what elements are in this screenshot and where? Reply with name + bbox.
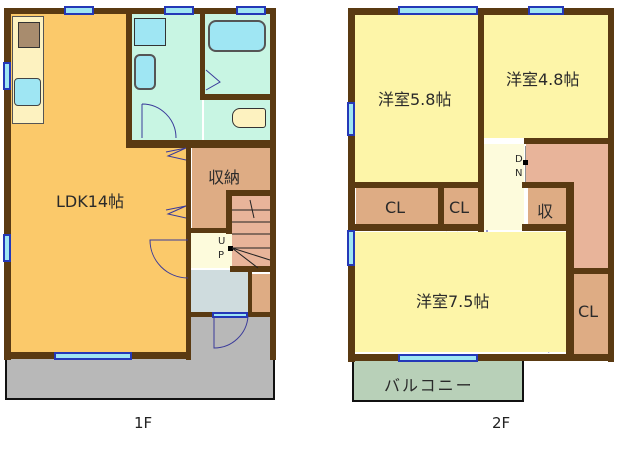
- stairs-up-u: U: [218, 236, 226, 247]
- storage-label-2f: 収: [537, 202, 554, 221]
- entrance-door-frame: [212, 312, 248, 318]
- room-label-ldk: LDK14帖: [56, 192, 125, 211]
- closet-cl-1: [356, 188, 438, 224]
- toilet-icon: [232, 108, 266, 128]
- stairs-marker: [228, 246, 233, 251]
- window: [236, 6, 266, 15]
- wall: [522, 182, 574, 188]
- stairs-2f-lower: [574, 184, 608, 268]
- wall: [226, 190, 276, 196]
- wall: [190, 228, 232, 233]
- balcony: [352, 358, 524, 402]
- room-western-4-8: [484, 14, 608, 138]
- wall: [186, 148, 191, 360]
- floor-label-2f: 2F: [492, 414, 511, 432]
- wall: [230, 266, 276, 272]
- stairs-down-d: D: [515, 154, 523, 165]
- wall: [226, 190, 232, 234]
- window: [528, 6, 564, 15]
- wall: [4, 8, 276, 14]
- shoe-cabinet: [250, 274, 270, 312]
- stairs-2f: [526, 144, 608, 184]
- room-storage-1f: [192, 148, 270, 196]
- wall: [248, 272, 252, 314]
- stairs-down-n: N: [515, 168, 523, 179]
- stove-icon: [18, 22, 40, 48]
- stairs-1f: [232, 196, 270, 268]
- window: [64, 6, 94, 15]
- room-western-7-5: [354, 232, 568, 352]
- stairs-up-p: P: [218, 250, 225, 261]
- washer-icon: [134, 18, 166, 46]
- room-western-5-8: [354, 14, 478, 184]
- wall: [478, 182, 484, 232]
- hall-1f: [190, 232, 232, 268]
- room-label-storage: 収納: [208, 168, 241, 187]
- wall: [348, 354, 614, 361]
- closet-cl-2: [444, 188, 478, 224]
- wall: [608, 8, 614, 362]
- room-label-western-4-8: 洋室4.8帖: [506, 70, 580, 89]
- hall-2f: [484, 144, 524, 230]
- entry-1f: [190, 270, 248, 314]
- window: [398, 354, 478, 362]
- closet-cl-3: [574, 274, 608, 354]
- closet-label-2: CL: [449, 198, 470, 217]
- wall: [200, 94, 276, 100]
- window: [398, 6, 478, 15]
- wall: [4, 8, 11, 360]
- stairs-marker: [523, 160, 528, 165]
- window: [54, 352, 132, 360]
- window: [347, 230, 355, 266]
- entrance-outside: [190, 315, 275, 360]
- wall: [126, 8, 132, 148]
- window: [164, 6, 194, 15]
- wall: [524, 138, 614, 144]
- wall: [348, 182, 484, 188]
- balcony-label: バルコニー: [384, 376, 474, 395]
- room-storage-1f-lower: [192, 196, 232, 232]
- room-label-western-7-5: 洋室7.5帖: [416, 292, 490, 311]
- closet-label-3: CL: [578, 302, 599, 321]
- wall: [126, 140, 276, 148]
- window: [347, 102, 355, 136]
- wall: [566, 268, 614, 274]
- wall: [522, 224, 574, 231]
- sink-icon: [14, 78, 41, 106]
- wash-basin-icon: [134, 54, 156, 90]
- wall: [478, 8, 484, 186]
- wall: [348, 224, 484, 231]
- window: [3, 62, 11, 90]
- room-label-western-5-8: 洋室5.8帖: [378, 90, 452, 109]
- storage-2f: [528, 188, 566, 224]
- wall: [200, 8, 205, 98]
- closet-label-1: CL: [385, 198, 406, 217]
- window: [3, 234, 11, 262]
- bathtub-icon: [208, 20, 266, 52]
- floor-plan-2f: 洋室5.8帖 洋室4.8帖 洋室7.5帖 CL CL CL 収 D N バルコニ…: [340, 0, 630, 432]
- wall: [270, 8, 276, 360]
- wall: [438, 182, 444, 230]
- floor-plan-1f: LDK14帖 収納 U P 1F: [0, 0, 290, 432]
- floor-label-1f: 1F: [134, 414, 153, 432]
